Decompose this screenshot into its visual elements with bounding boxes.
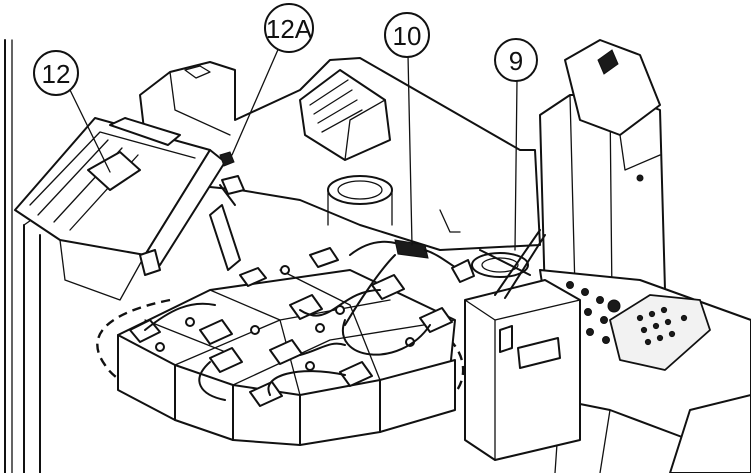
callout-10: 10 xyxy=(384,12,430,58)
left-frame xyxy=(4,39,61,473)
callout-label-12: 12 xyxy=(42,59,71,89)
battery-cover xyxy=(14,117,226,301)
battery-cables xyxy=(144,240,431,401)
stay-rod xyxy=(479,229,546,299)
battery-terminals xyxy=(129,247,453,407)
leader-lines xyxy=(69,44,518,251)
callout-label-12a: 12A xyxy=(266,14,313,44)
right-column xyxy=(539,39,666,311)
callout-12a: 12A xyxy=(264,3,314,53)
callout-label-10: 10 xyxy=(393,21,422,51)
control-deck xyxy=(539,269,751,473)
keypad-dots xyxy=(636,306,688,346)
leader-line-12 xyxy=(69,89,111,173)
canisters xyxy=(327,175,529,278)
connector-lead xyxy=(394,209,475,283)
callout-9: 9 xyxy=(494,38,538,82)
leader-line-9 xyxy=(514,79,518,251)
side-box xyxy=(464,279,581,461)
rear-housing xyxy=(139,57,541,251)
leader-line-10 xyxy=(407,54,413,246)
leader-line-12a xyxy=(231,44,281,156)
cover-arm xyxy=(209,151,245,271)
callout-12: 12 xyxy=(33,50,79,96)
callout-label-9: 9 xyxy=(509,46,523,76)
